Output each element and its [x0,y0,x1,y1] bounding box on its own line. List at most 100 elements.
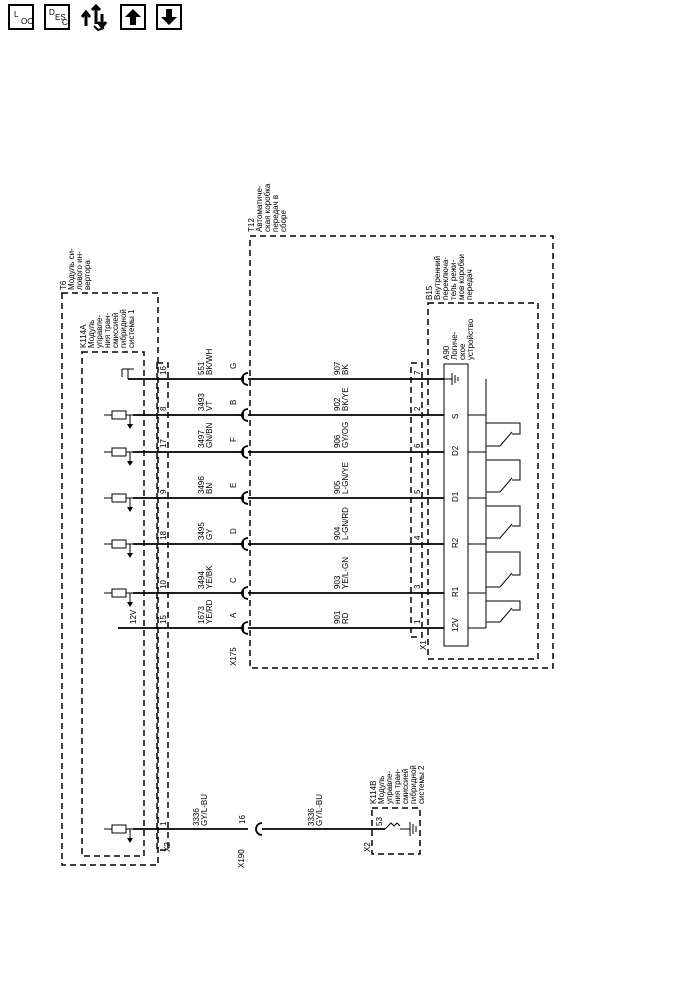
k-pin-label-row-2: 17 [159,439,168,448]
color-right-row-1: BK/YE [341,387,350,411]
color-left-row-1: VT [205,401,214,411]
x2-right-label: X2 [363,842,372,852]
x1-pin-label-row-2: 6 [413,443,422,448]
x175-arrow-icon-row-0 [239,376,244,382]
k-pin-label-row-4: 18 [159,531,168,540]
k-resistor-row-1 [111,410,127,420]
k-pin-label-row-5: 10 [159,580,168,589]
k-power-label: 12V [129,609,138,624]
color-left-row-2: GN/BN [205,422,214,448]
k-pin-label-row-1: 8 [159,406,168,411]
desc-sub1: ES [55,13,66,22]
bottom-arrow-icon [127,838,133,843]
a90-pin-label-row-3: D1 [451,491,460,502]
circuit-left-row-3: 3496 [197,476,206,494]
toolbar: L OC D ES C [8,3,182,34]
color-left-row-3: BN [205,483,214,494]
signal-flow-button[interactable] [80,3,110,34]
a90-label: A90 Логиче- ское устройство [442,318,475,360]
circuit-left-row-2: 3497 [197,430,206,448]
a90-pin-label-row-1: S [451,414,460,419]
k-pin-label-row-3: 9 [159,489,168,494]
x1-pin-label-row-0: 7 [413,370,422,375]
bottom-color-left: GY/L-BU [200,794,209,826]
circuit-left-row-1: 3493 [197,393,206,411]
x175-pin-row-0: G [229,363,238,369]
loc-main: L [14,10,19,19]
color-left-row-6: YE/RD [205,599,214,624]
color-left-row-5: YE/BK [205,565,214,589]
b15-switch-contact-1 [486,459,521,493]
color-right-row-5: YE/L-GN [341,557,350,589]
bottom-circuit: 1 3336 GY/L-BU 16 3336 GY/L-BU 53 [104,794,417,843]
x1-label: X1 [419,640,428,650]
bottom-circuit-right: 3336 [307,808,316,826]
k114b-label: K114B Модуль управле- ния тран- смиссией… [369,763,426,804]
bottom-color-right: GY/L-BU [315,794,324,826]
color-right-row-2: GY/OG [341,422,350,448]
t6-label: T6 Модуль си- лового ин- вертора [59,246,92,290]
arrow-down-icon [161,9,177,25]
x1-pin-label-row-3: 5 [413,489,422,494]
x175-pin-row-5: C [229,577,238,583]
x175-label: X175 [229,647,238,666]
bottom-resistor [111,824,127,834]
k-arrow-icon-row-2 [127,461,133,466]
t6-box [61,292,159,866]
component-labels: T6 Модуль си- лового ин- вертора K114A М… [59,183,475,868]
x175-arrow-icon-row-5 [239,590,244,596]
k-resistor-row-4 [111,539,127,549]
signal-flow-icon [80,3,108,32]
location-button[interactable]: L OC [8,4,34,30]
k-resistor-row-5 [111,588,127,598]
color-left-row-4: GY [205,528,214,540]
x175-pin-row-6: A [229,612,238,618]
b15-switch-contact-4 [486,600,521,623]
loc-sub: OC [21,17,33,26]
k114a-label: K114A Модуль управле- ния тран- смиссией… [79,307,136,348]
description-button[interactable]: D ES C [44,4,70,30]
x175-pin-row-3: E [229,483,238,488]
circuit-right-row-5: 903 [333,575,342,589]
x2-left-label: X2 [163,842,172,852]
k114a-box [81,351,145,857]
x2-left-connector-outline [156,362,169,851]
circuit-left-row-4: 3495 [197,522,206,540]
a90-box [443,363,469,647]
x175-arrow-icon-row-2 [239,449,244,455]
bottom-x190-pin: 16 [238,815,247,824]
k-resistor-row-2 [111,447,127,457]
previous-button[interactable] [120,4,146,30]
x1-pin-label-row-1: 2 [413,406,422,411]
desc-sub2: C [62,18,68,27]
x175-arrow-icon-row-3 [239,495,244,501]
circuit-right-row-4: 904 [333,526,342,540]
x1-pin-label-row-4: 4 [413,535,422,540]
circuit-right-row-2: 906 [333,434,342,448]
k114b-switch-symbol [384,822,401,830]
k-resistor-row-3 [111,493,127,503]
a90-pin-label-row-4: R2 [451,537,460,548]
b15-switch-contact-2 [486,505,521,539]
arrow-up-icon [125,9,141,25]
k-pin-label-row-0: 16 [159,366,168,375]
bottom-k-pin: 1 [159,821,168,826]
k-arrow-icon-row-5 [127,602,133,607]
k-arrow-icon-row-4 [127,553,133,558]
x1-pin-label-row-5: 3 [413,584,422,589]
x190-label: X190 [237,849,246,868]
circuit-right-row-0: 907 [333,361,342,375]
a90-pin-label-row-2: D2 [451,445,460,456]
circuit-right-row-3: 905 [333,480,342,494]
bottom-k114b-pin: 53 [375,817,384,826]
circuit-left-row-6: 1673 [197,606,206,624]
next-button[interactable] [156,4,182,30]
color-left-row-0: BK/WH [205,349,214,375]
b15-label: B15 Внутренний переключа- тель режи- мов… [425,252,474,300]
k-arrow-icon-row-3 [127,507,133,512]
k-pin-label-row-6: 15 [159,615,168,624]
x175-pin-row-1: B [229,400,238,405]
x175-pin-row-4: D [229,528,238,534]
circuit-right-row-6: 901 [333,610,342,624]
